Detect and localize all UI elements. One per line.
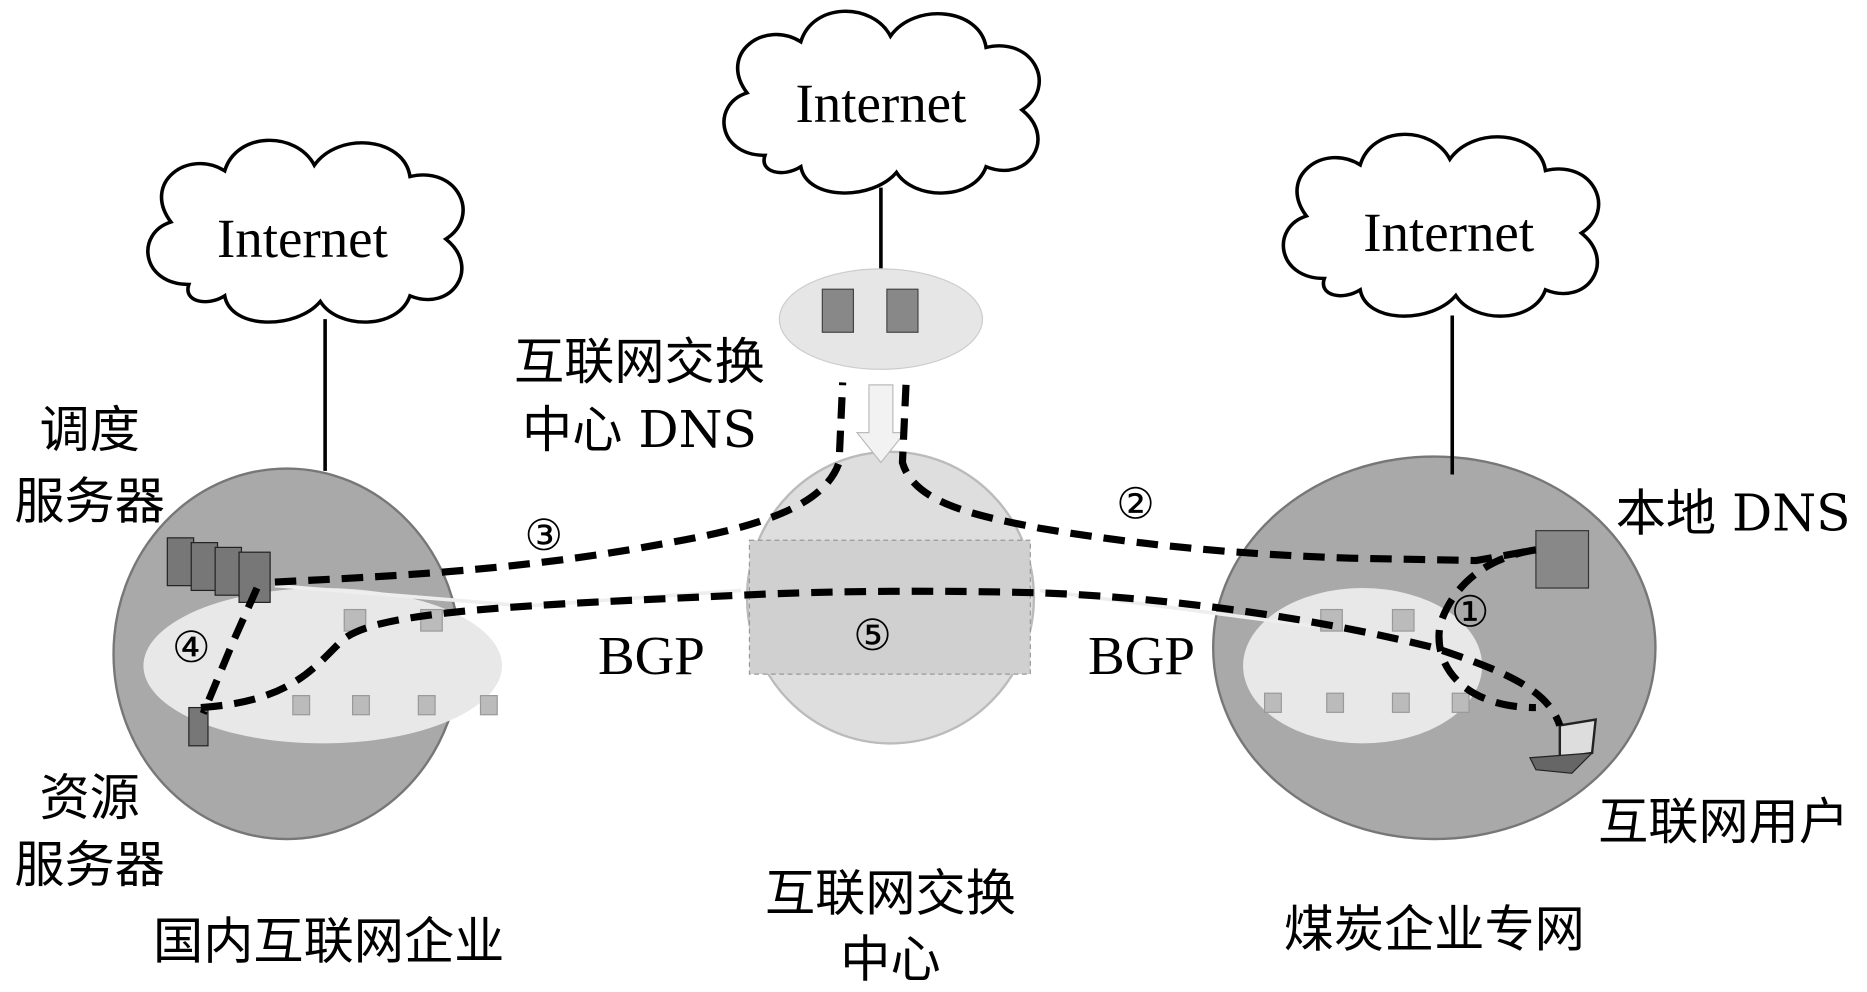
switch-nodes: [292, 608, 1470, 716]
laptop-icon: [1529, 718, 1598, 774]
resource-server-label: 资源: [39, 768, 139, 827]
internet-label: Internet: [217, 208, 388, 269]
step-2-marker: ②: [1116, 482, 1155, 529]
ix-switch-fabric-icon: [748, 539, 1031, 675]
ix-dns-label: 中心 DNS: [522, 400, 757, 459]
step-5-marker: ⑤: [853, 613, 892, 660]
ix-label: 中心: [840, 929, 940, 988]
flow-path-1: [1435, 546, 1537, 712]
local-dns-label: 本地 DNS: [1616, 484, 1851, 543]
step-1-marker: ①: [1451, 589, 1490, 636]
dispatch-server-icon: [166, 537, 271, 603]
domestic-internal-network-icon: [143, 588, 503, 744]
dns-server-icon: [821, 288, 855, 333]
dns-server-icon: [886, 288, 919, 333]
step-3-marker: ③: [525, 513, 564, 560]
flow-path-3: [274, 382, 847, 586]
resource-server-icon: [188, 706, 209, 747]
coal-internal-network-icon: [1243, 588, 1483, 744]
dispatch-server-label: 服务器: [14, 472, 165, 531]
ix-dns-cloud-icon: [778, 268, 984, 370]
internet-cloud-middle: Internet: [722, 9, 1042, 195]
ix-dns-label: 互联网交换: [514, 332, 765, 391]
flow-path-4: [199, 586, 261, 715]
bgp-label: BGP: [598, 625, 705, 686]
ix-label: 互联网交换: [765, 864, 1016, 923]
dns-query-arrow-icon: [855, 384, 907, 464]
flow-path-5: [200, 587, 1564, 727]
resource-server-label: 服务器: [14, 835, 165, 894]
step-4-marker: ④: [172, 625, 211, 672]
dispatch-server-label: 调度: [39, 400, 139, 459]
internet-cloud-left: Internet: [146, 138, 465, 324]
internet-label: Internet: [1363, 202, 1534, 263]
flow-path-2: [898, 384, 1537, 565]
bgp-label: BGP: [1088, 625, 1195, 686]
domestic-enterprise-label: 国内互联网企业: [153, 912, 504, 971]
internet-cloud-right: Internet: [1281, 132, 1601, 318]
coal-network-label: 煤炭企业专网: [1284, 900, 1585, 959]
local-dns-server-icon: [1535, 530, 1590, 589]
internet-label: Internet: [795, 73, 966, 134]
internet-user-label: 互联网用户: [1598, 792, 1849, 851]
